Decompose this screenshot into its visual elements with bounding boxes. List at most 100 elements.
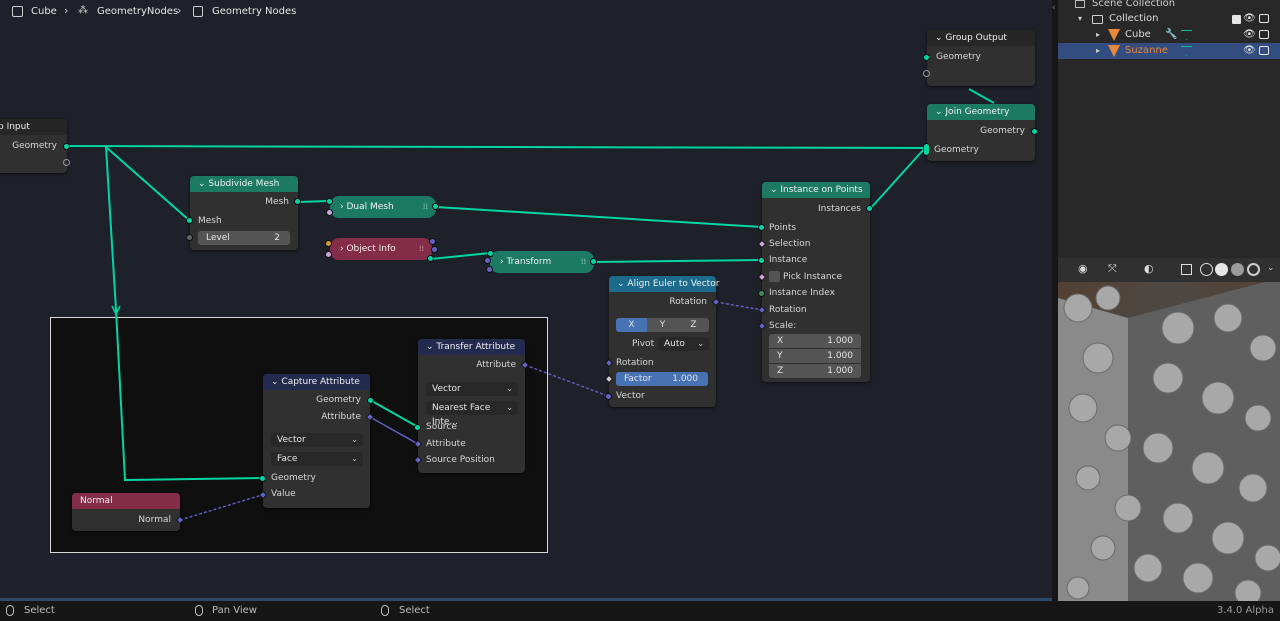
node-header[interactable]: ⌄ Capture Attribute [263,374,370,390]
geometry-socket[interactable] [63,143,70,150]
geometry-socket[interactable] [432,203,439,210]
node-header[interactable]: Normal [72,493,180,509]
geometry-socket[interactable] [487,250,494,257]
geometry-socket[interactable] [1031,128,1038,135]
geometry-socket[interactable] [326,198,333,205]
multi-input-socket[interactable] [923,143,930,156]
level-field[interactable]: Level 2 [198,231,290,245]
mesh-socket[interactable] [294,198,301,205]
group-input-node[interactable]: p Input Geometry [0,119,70,173]
material-shading-icon[interactable] [1231,263,1244,276]
disclosure-triangle-icon[interactable]: ▾ [1078,14,1083,23]
3d-viewport[interactable] [1058,258,1280,602]
breadcrumb-node-tree[interactable]: Geometry Nodes [212,6,297,17]
area-divider[interactable]: ‹ [1052,0,1058,601]
instance-socket[interactable] [758,257,765,264]
vector-socket[interactable] [486,266,493,273]
node-header[interactable]: ⌄ Join Geometry [927,104,1035,120]
vector-socket[interactable] [429,238,436,245]
points-socket[interactable] [758,224,765,231]
xray-icon[interactable] [1181,264,1192,275]
geometry-socket[interactable] [590,258,597,265]
data-type-dropdown[interactable]: Vector⌄ [271,433,363,447]
checkbox-icon[interactable] [1232,15,1241,24]
align-euler-to-vector-node[interactable]: ⌄ Align Euler to Vector Rotation X Y Z P… [604,276,721,407]
mesh-socket[interactable] [186,217,193,224]
outliner-row-suzanne[interactable]: ▸ Suzanne 👁 [1058,43,1280,59]
instances-socket[interactable] [866,205,873,212]
node-header[interactable]: ⌄ Align Euler to Vector [609,276,719,292]
normal-node[interactable]: Normal Normal [72,493,185,531]
vector-socket[interactable] [484,257,491,264]
camera-icon[interactable] [1259,14,1269,23]
mapping-dropdown[interactable]: Nearest Face Inte...⌄ [426,401,518,427]
geometry-socket[interactable] [259,475,266,482]
integer-socket[interactable] [186,234,193,241]
wireframe-shading-icon[interactable] [1200,263,1213,276]
capture-attribute-node[interactable]: ⌄ Capture Attribute Geometry Attribute V… [258,374,375,508]
object-info-node[interactable]: › Object Info ⁞⁞ [330,238,432,260]
geometry-socket[interactable] [427,255,434,262]
node-header[interactable]: ⌄ Instance on Points [762,182,870,198]
empty-socket[interactable] [63,159,70,166]
node-header[interactable]: ⌄ Subdivide Mesh [190,176,298,192]
group-output-node[interactable]: ⌄ Group Output Geometry [923,30,1035,86]
subdivide-mesh-node[interactable]: ⌄ Subdivide Mesh Mesh Mesh Level 2 [186,176,301,250]
camera-icon[interactable] [1259,30,1269,39]
node-header[interactable]: ⌄ Transfer Attribute [418,339,525,355]
node-editor[interactable]: Cube › ⁂ GeometryNodes › Geometry Nodes [0,0,1052,600]
input-selection-label: Selection [769,239,811,249]
eye-icon[interactable]: 👁 [1243,45,1256,56]
mesh-data-icon[interactable] [1181,30,1192,40]
outliner-row-collection[interactable]: ▾ Collection 👁 [1058,11,1280,27]
gizmo-icon[interactable]: ⤧ [1108,262,1117,275]
boolean-socket[interactable] [326,209,333,216]
vector-socket[interactable] [605,393,612,400]
rendered-shading-icon[interactable] [1247,263,1260,276]
data-type-dropdown[interactable]: Vector⌄ [426,382,518,396]
outliner-row-scene-collection[interactable]: Scene Collection [1058,0,1280,12]
mesh-data-icon[interactable] [1181,46,1192,56]
pivot-dropdown[interactable]: Auto⌄ [658,337,709,351]
eye-icon[interactable]: 👁 [1243,13,1256,24]
node-header[interactable]: p Input [0,119,67,135]
vector-socket[interactable] [431,246,438,253]
breadcrumb-modifier[interactable]: GeometryNodes [97,6,179,17]
pick-instance-checkbox[interactable] [769,271,780,282]
object-socket[interactable] [325,240,332,247]
chevron-down-icon[interactable]: ⌄ [1267,263,1275,273]
axis-x-button[interactable]: X [616,318,647,332]
source-socket[interactable] [414,424,421,431]
instance-on-points-node[interactable]: ⌄ Instance on Points Instances Points Se… [757,182,873,382]
horizontal-scrollbar[interactable] [0,598,1052,601]
node-header[interactable]: ⌄ Group Output [927,30,1035,46]
boolean-socket[interactable] [325,251,332,258]
empty-socket[interactable] [923,70,930,77]
solid-shading-icon[interactable] [1215,263,1228,276]
outliner-panel[interactable]: Scene Collection ▾ Collection 👁 ▸ Cube 🔧… [1058,0,1280,258]
integer-socket[interactable] [758,290,765,297]
join-geometry-node[interactable]: ⌄ Join Geometry Geometry Geometry [923,104,1038,161]
chevron-left-icon[interactable]: ‹ [1052,3,1056,13]
disclosure-triangle-icon[interactable]: ▸ [1096,30,1101,39]
outliner-row-cube[interactable]: ▸ Cube 🔧 👁 [1058,27,1280,43]
eye-icon[interactable]: 👁 [1243,29,1256,40]
transfer-attribute-node[interactable]: ⌄ Transfer Attribute Attribute Vector⌄ N… [413,339,530,473]
dual-mesh-node[interactable]: › Dual Mesh ⁞⁞ [330,196,436,218]
transform-node[interactable]: › Transform ⁞⁞ [490,251,594,273]
geometry-socket[interactable] [923,54,930,61]
camera-icon[interactable] [1259,46,1269,55]
axis-y-button[interactable]: Y [647,318,678,332]
wrench-icon[interactable]: 🔧 [1165,29,1178,40]
axis-z-button[interactable]: Z [678,318,709,332]
view-object-types-icon[interactable]: ◉ [1078,262,1088,275]
geometry-socket[interactable] [367,397,374,404]
overlays-icon[interactable]: ◐ [1144,262,1154,275]
domain-dropdown[interactable]: Face⌄ [271,452,363,466]
disclosure-triangle-icon[interactable]: ▸ [1096,46,1101,55]
breadcrumb-object[interactable]: Cube [31,6,57,17]
